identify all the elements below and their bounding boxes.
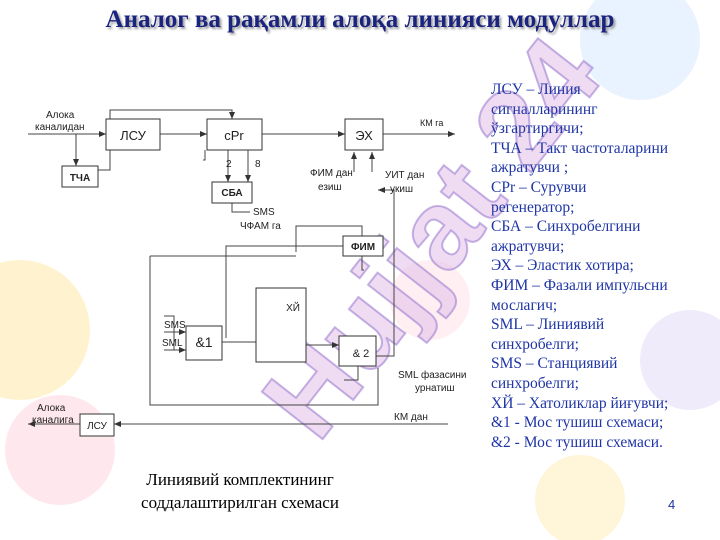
wire-and2-out: [344, 366, 359, 381]
diagram-caption: Линиявий комплектининг соддалаштирилган …: [100, 468, 380, 514]
label-lsu-top: ЛСУ: [120, 128, 146, 143]
block-lsu-top: [105, 118, 161, 151]
legend-line: SML – Линиявий: [491, 316, 605, 334]
label-and1: &1: [195, 334, 212, 350]
wire-cpr-down: [203, 150, 206, 161]
legend-line: ажратувчи ;: [491, 159, 569, 177]
block-and2: [338, 335, 377, 367]
wire-sba-sms: [231, 203, 250, 213]
caption-line: соддалаштирилган схемаси: [141, 493, 339, 512]
text-line-from-1: Алока: [46, 110, 75, 121]
legend-list: ЛСУ – Линия сигналларининг ўзгартиргичи;…: [491, 80, 716, 452]
text-uit-from-2: укиш: [390, 184, 413, 195]
block-ex: [344, 118, 384, 151]
text-num-8: 8: [255, 159, 261, 170]
legend-line: ажратувчи;: [491, 237, 565, 255]
legend-line: ФИМ – Фазали импульсни: [491, 276, 668, 294]
block-xy: [255, 287, 307, 363]
text-sml-phase-2: урнатиш: [415, 383, 455, 394]
block-tcha: [61, 165, 99, 188]
text-num-2: 2: [226, 159, 232, 170]
text-line-from-2: каналидан: [35, 122, 85, 133]
legend-line: синхробелги;: [491, 374, 579, 392]
text-sml-in: SML: [162, 338, 183, 349]
block-cpr: [206, 118, 263, 151]
text-sms-to-1: SMS: [253, 207, 275, 218]
text-to-km: КМ га: [420, 118, 443, 128]
label-tcha: ТЧА: [70, 173, 90, 184]
wire-clock-cpr: [98, 109, 235, 171]
page-number: 4: [668, 497, 676, 512]
text-line-to-2: каналига: [32, 415, 74, 426]
legend-line: ХЙ – Хатоликлар йиғувчи;: [491, 394, 669, 412]
legend-line: синхробелги;: [491, 335, 579, 353]
block-fim: [342, 235, 384, 257]
block-sba: [211, 181, 253, 204]
wire-fim-left: [225, 245, 343, 338]
label-cpr: cPr: [224, 128, 244, 143]
wire-big-loop: [149, 256, 379, 406]
label-ex: ЭХ: [355, 128, 373, 143]
legend-line: мослагич;: [491, 296, 558, 314]
legend-line: сигналларининг: [491, 100, 598, 118]
legend-line: ЛСУ – Линия: [491, 81, 581, 98]
text-line-to-1: Алока: [37, 403, 66, 414]
legend-line: &2 - Мос тушиш схемаси.: [491, 433, 663, 451]
text-sml-phase-1: SML фазасини: [398, 369, 467, 381]
legend-line: CPr – Сурувчи: [491, 178, 587, 196]
block-and1: [185, 325, 223, 361]
legend-line: ЭХ – Эластик хотира;: [491, 257, 634, 275]
wire-fim-up: [295, 225, 363, 252]
label-and2: & 2: [353, 348, 370, 360]
text-fim-from-2: езиш: [318, 182, 342, 193]
legend-line: регенератор;: [491, 198, 575, 216]
legend-line: ўзгартиргичи;: [491, 120, 584, 138]
legend-line: ТЧА – Такт частоталарини: [491, 139, 669, 157]
label-lsu-bottom: ЛСУ: [87, 421, 107, 432]
label-sba: СБА: [221, 188, 242, 199]
text-sms-in: SMS: [164, 320, 186, 331]
block-lsu-bottom: [79, 413, 115, 437]
legend-line: SMS – Станциявий: [491, 355, 618, 373]
text-uit-from-1: УИТ дан: [385, 170, 424, 181]
page-title: Аналог ва рақамли алоқа линияси модуллар: [105, 6, 615, 33]
caption-line: Линиявий комплектининг: [146, 470, 334, 489]
label-fim: ФИМ: [351, 242, 375, 253]
label-xy: ХЙ: [286, 301, 300, 314]
legend-line: &1 - Мос тушиш схемаси;: [491, 414, 664, 432]
wire-fim-down: [361, 256, 364, 271]
text-fim-from-1: ФИМ дан: [310, 168, 353, 179]
text-from-km: КМ дан: [394, 412, 428, 423]
wire-and2-ex: [376, 187, 395, 357]
wire-sml-loop: [164, 315, 175, 350]
legend-line: СБА – Синхробелгини: [491, 218, 641, 236]
text-sms-to-2: ЧФАМ га: [240, 221, 281, 232]
